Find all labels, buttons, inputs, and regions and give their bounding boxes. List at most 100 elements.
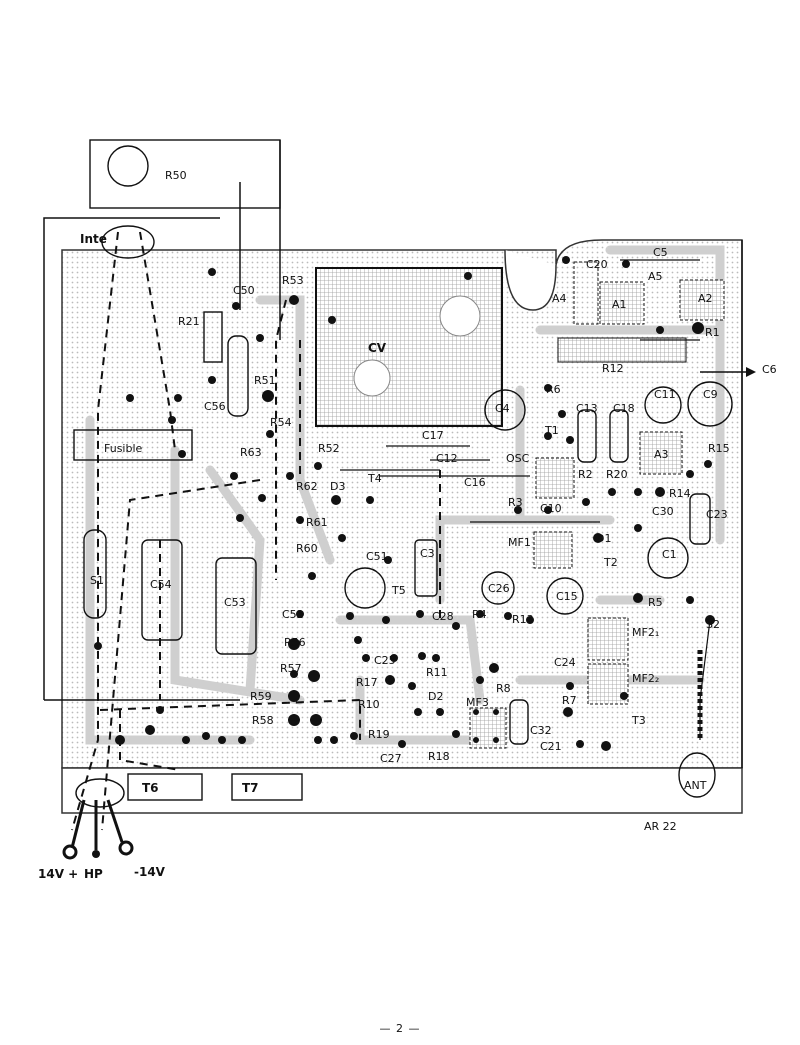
c11-label: C11 [654, 388, 676, 401]
c5-label: C5 [653, 246, 668, 259]
r54-label: R54 [270, 416, 292, 429]
t3-label: T3 [631, 714, 646, 727]
r17-label: R17 [356, 676, 378, 689]
r1-label: R1 [705, 326, 720, 339]
r3-label: R3 [508, 496, 523, 509]
c54-label: C54 [150, 578, 172, 591]
connector-labels: T6 T7 ANT AR 22 [142, 779, 707, 833]
r8-label: R8 [496, 682, 511, 695]
c12-label: C12 [436, 452, 458, 465]
cv-label: CV [368, 341, 387, 355]
s2-label: S2 [706, 618, 720, 631]
r21-label: R21 [178, 315, 200, 328]
external-wires [43, 140, 750, 768]
c25-label: C25 [374, 654, 396, 667]
r53-label: R53 [282, 274, 304, 287]
ant-label: ANT [684, 779, 707, 792]
a4-label: A4 [552, 292, 567, 305]
diagram-title: AR 22 [644, 820, 677, 833]
c9-label: C9 [703, 388, 718, 401]
r19-label: R19 [368, 728, 390, 741]
r4-label: R4 [472, 608, 487, 621]
r5-label: R5 [648, 596, 663, 609]
r10-label: R10 [358, 698, 380, 711]
component-outlines [73, 139, 733, 808]
cv-variable-capacitor: CV [315, 267, 503, 427]
mf2-2-label: MF2₂ [632, 672, 659, 685]
r59-label: R59 [250, 690, 272, 703]
a1-label: A1 [612, 298, 627, 311]
mf1-label: MF1 [508, 536, 531, 549]
r15-label: R15 [708, 442, 730, 455]
c30-label: C30 [652, 505, 674, 518]
c52-label: C52 [282, 608, 304, 621]
r52-label: R52 [318, 442, 340, 455]
mf3-label: MF3 [466, 696, 489, 709]
r60-label: R60 [296, 542, 318, 555]
c4-label: C4 [495, 402, 510, 415]
r18-label: R18 [428, 750, 450, 763]
minus-14v-label: -14V [134, 865, 166, 879]
c26-label: C26 [488, 582, 510, 595]
c27-label: C27 [380, 752, 402, 765]
c21-label: C21 [540, 740, 562, 753]
d3-label: D3 [330, 480, 345, 493]
c13-label: C13 [576, 402, 598, 415]
c1-label: C1 [662, 548, 677, 561]
c23-label: C23 [706, 508, 728, 521]
switch-label: Inte [80, 232, 107, 246]
d2-label: D2 [428, 690, 443, 703]
t7-label: T7 [242, 781, 259, 795]
fuse-label: Fusible [104, 442, 143, 455]
hp-terminal-icon [92, 850, 100, 858]
t6-label: T6 [142, 781, 159, 795]
c3-label: C3 [420, 547, 435, 560]
r6-label: R6 [546, 383, 561, 396]
r63-label: R63 [240, 446, 262, 459]
minus-terminal-icon [118, 840, 134, 856]
r56-label: R56 [284, 636, 306, 649]
r11-label: R11 [426, 666, 448, 679]
c51-label: C51 [366, 550, 388, 563]
t2-label: T2 [603, 556, 618, 569]
r61-label: R61 [306, 516, 328, 529]
r14-label: R14 [669, 487, 691, 500]
r62-label: R62 [296, 480, 318, 493]
pcb-board [61, 239, 743, 814]
c24-label: C24 [554, 656, 576, 669]
c56-label: C56 [204, 400, 226, 413]
d1-label: D1 [596, 532, 611, 545]
r50-label: R50 [165, 169, 187, 182]
r7-label: R7 [562, 694, 577, 707]
if-transformers [469, 261, 725, 749]
mf2-1-label: MF2₁ [632, 626, 659, 639]
r20-label: R20 [606, 468, 628, 481]
c18-label: C18 [613, 402, 635, 415]
output-leads [70, 799, 124, 850]
copper-traces [85, 245, 725, 745]
r57-label: R57 [280, 662, 302, 675]
plus-14v-label: 14V + [38, 867, 78, 881]
c15-label: C15 [556, 590, 578, 603]
r51-label: R51 [254, 374, 276, 387]
a3-label: A3 [654, 448, 669, 461]
r12-label: R12 [602, 362, 624, 375]
c16-label: C16 [464, 476, 486, 489]
r58-label: R58 [252, 714, 274, 727]
board-lines [340, 259, 711, 740]
r13-label: R13 [512, 613, 534, 626]
component-labels: R50 Inte Fusible C6 C5 C20 A4 A5 A1 A2 R… [80, 169, 777, 765]
hp-label: HP [84, 867, 103, 881]
a2-label: A2 [698, 292, 713, 305]
c50-label: C50 [233, 284, 255, 297]
s1-label: S1 [90, 574, 104, 587]
t5-label: T5 [391, 584, 406, 597]
r2-label: R2 [578, 468, 593, 481]
solder-pads [94, 256, 715, 751]
a5-label: A5 [648, 270, 663, 283]
c28-label: C28 [432, 610, 454, 623]
jumper-wires [71, 231, 441, 831]
c17-label: C17 [422, 429, 444, 442]
connector-strip [61, 767, 743, 814]
